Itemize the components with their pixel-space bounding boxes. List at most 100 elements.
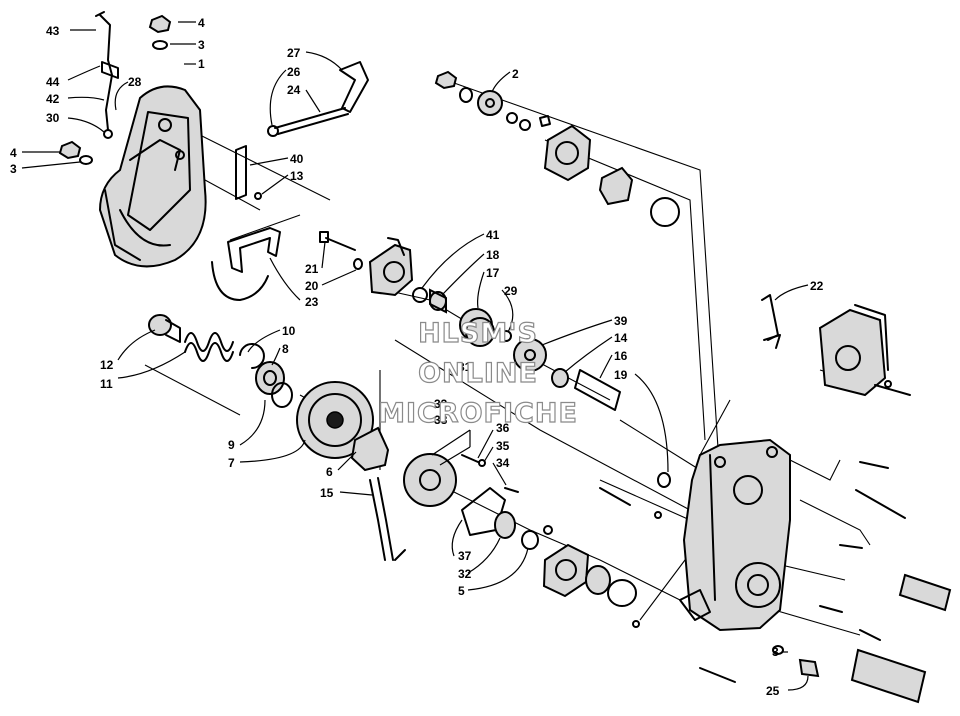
callout-labels: 43 4 3 1 44 28 42 30 4 3 27 26 24 40 13 …: [10, 16, 824, 698]
callout-26: 26: [287, 65, 301, 79]
washer-3-left: [79, 155, 93, 165]
callout-32: 32: [458, 567, 472, 581]
nut-top-axis: [434, 70, 458, 90]
washer-3-top: [152, 40, 168, 50]
callout-4: 4: [10, 146, 17, 160]
callout-17: 17: [486, 266, 500, 280]
gear-case: [682, 438, 791, 632]
chaincase-cover: [98, 85, 207, 268]
washer-top-axis: [459, 87, 473, 103]
washer-19: [657, 472, 671, 488]
sprocket-39: [513, 338, 547, 372]
callout-7: 7: [228, 456, 235, 470]
spacer-41: [412, 287, 428, 303]
bracket-22: [761, 294, 781, 349]
shaft-16: [574, 369, 621, 411]
callout-10: 10: [282, 324, 296, 338]
bearing-flange-bottom: [542, 543, 590, 598]
washer-9: [271, 382, 293, 408]
bearing-14: [551, 368, 569, 388]
cap-12: [148, 314, 181, 343]
callout-16: 16: [614, 349, 628, 363]
callout-22: 22: [810, 279, 824, 293]
lever-23: [211, 227, 281, 301]
callout-31: 31: [458, 360, 472, 374]
nut-4-left: [58, 140, 82, 160]
pin-30: [103, 129, 113, 139]
callout-6: 6: [326, 465, 333, 479]
output-shaft-upper: [898, 573, 952, 612]
seal-ring-bottom: [607, 579, 637, 607]
bearing-top: [598, 166, 634, 206]
callout-37: 37: [458, 549, 472, 563]
callout-3: 3: [772, 645, 779, 659]
watermark: HLSM'S ONLINE MICROFICHE: [377, 317, 578, 429]
sprocket-31: [465, 317, 495, 347]
callout-19: 19: [614, 368, 628, 382]
callout-2: 2: [512, 67, 519, 81]
bearing-bottom: [585, 565, 611, 595]
output-shaft-lower: [850, 648, 927, 704]
callout-25: 25: [766, 684, 780, 698]
callout-33: 33: [434, 397, 448, 411]
bearing-flange-top: [543, 124, 592, 182]
washer-20: [353, 258, 363, 270]
callout-38: 38: [434, 413, 448, 427]
callout-39: 39: [614, 314, 628, 328]
bolt-right-top: [874, 380, 911, 396]
bracket-44: [101, 61, 119, 79]
sprocket-33: [403, 453, 457, 507]
plate-40: [235, 145, 262, 200]
bearing-bracket: [368, 237, 414, 297]
callout-15: 15: [320, 486, 334, 500]
callout-42: 42: [46, 92, 60, 106]
washer-5: [521, 525, 553, 550]
spring-11: [184, 332, 234, 362]
callout-24: 24: [287, 83, 301, 97]
watermark-line-3: MICROFICHE: [378, 398, 578, 429]
callout-1: 1: [198, 57, 205, 71]
bolt-25: [798, 658, 820, 678]
snap-ring-10: [239, 343, 265, 369]
seal-ring-top: [650, 197, 680, 227]
bearing-32: [494, 511, 516, 539]
callout-27: 27: [287, 46, 301, 60]
washer-3-bottom: [772, 645, 784, 655]
nut-4-top: [148, 14, 172, 34]
callout-44: 44: [46, 75, 60, 89]
callout-20: 20: [305, 279, 319, 293]
callout-4: 4: [198, 16, 205, 30]
callout-30: 30: [46, 111, 60, 125]
housing-right-top: [818, 304, 889, 397]
callout-28: 28: [128, 75, 142, 89]
washers-2: [506, 112, 551, 131]
shift-rod-24: [267, 61, 369, 137]
leader-lines: [21, 21, 809, 691]
sprocket-7: [296, 381, 374, 459]
callout-35: 35: [496, 439, 510, 453]
bushing-18: [429, 288, 447, 314]
callout-41: 41: [486, 228, 500, 242]
callout-29: 29: [504, 284, 518, 298]
callout-21: 21: [305, 262, 319, 276]
case-bolts: [699, 461, 906, 683]
callout-14: 14: [614, 331, 628, 345]
callout-34: 34: [496, 456, 510, 470]
chain-15: [369, 477, 406, 561]
callout-5: 5: [458, 584, 465, 598]
bolt-21: [319, 231, 356, 251]
watermark-line-1: HLSM'S: [418, 318, 538, 349]
callout-11: 11: [100, 377, 113, 391]
callout-3: 3: [10, 162, 17, 176]
callout-12: 12: [100, 358, 114, 372]
callout-3: 3: [198, 38, 205, 52]
callout-18: 18: [486, 248, 500, 262]
callout-9: 9: [228, 438, 235, 452]
watermark-line-2: ONLINE: [418, 358, 538, 389]
callout-36: 36: [496, 421, 510, 435]
callout-23: 23: [305, 295, 319, 309]
bolts-36-35-34: [461, 454, 519, 493]
cable-43: [95, 11, 113, 131]
sprocket-2: [477, 90, 503, 116]
callout-13: 13: [290, 169, 304, 183]
